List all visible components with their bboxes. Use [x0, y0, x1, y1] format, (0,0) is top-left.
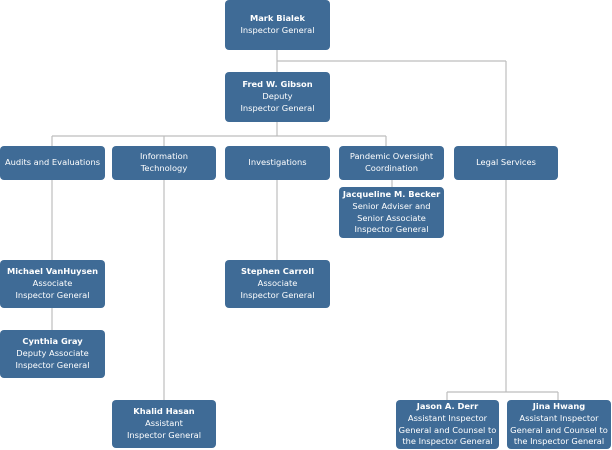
- person-becker-name: Jacqueline M. Becker: [342, 188, 441, 199]
- person-hasan-name: Khalid Hasan: [133, 406, 195, 417]
- person-hasan-title-line-2: Inspector General: [126, 429, 202, 440]
- person-gray-title-line-1: Deputy Associate: [16, 348, 89, 359]
- person-becker-title-line-3: Inspector General: [354, 224, 429, 235]
- inspector-general-box: Mark Bialek Inspector General: [225, 0, 330, 50]
- person-becker-title-line-2: Senior Associate: [357, 212, 426, 223]
- person-derr-title-line-2: General and Counsel to: [398, 424, 497, 435]
- unit-legal-services-box: Legal Services: [454, 146, 558, 180]
- unit-pandemic-oversight-box: Pandemic Oversight Coordination: [339, 146, 444, 180]
- person-hasan-title-line-1: Assistant: [145, 418, 183, 429]
- person-becker-title-line-1: Senior Adviser and: [352, 200, 431, 211]
- person-hwang-title-line-3: the Inspector General: [513, 436, 605, 447]
- person-carroll-title-line-1: Associate: [257, 278, 298, 289]
- person-derr-box: Jason A. Derr Assistant Inspector Genera…: [396, 400, 499, 449]
- deputy-ig-title-line-2: Inspector General: [240, 102, 315, 113]
- person-vanhuysen-box: Michael VanHuysen Associate Inspector Ge…: [0, 260, 105, 308]
- unit-audits-evaluations-box: Audits and Evaluations: [0, 146, 105, 180]
- person-vanhuysen-title-line-1: Associate: [32, 278, 73, 289]
- person-gray-name: Cynthia Gray: [22, 336, 83, 347]
- person-gray-title-line-2: Inspector General: [15, 359, 90, 370]
- deputy-ig-name: Fred W. Gibson: [242, 79, 313, 90]
- person-becker-box: Jacqueline M. Becker Senior Adviser and …: [339, 187, 444, 238]
- person-vanhuysen-name: Michael VanHuysen: [6, 266, 99, 277]
- unit-audits-evaluations-label: Audits and Evaluations: [4, 157, 101, 168]
- person-carroll-title-line-2: Inspector General: [240, 289, 315, 300]
- person-hwang-title-line-1: Assistant Inspector: [519, 412, 599, 423]
- unit-information-technology-box: Information Technology: [112, 146, 216, 180]
- person-derr-name: Jason A. Derr: [416, 400, 479, 411]
- person-hwang-title-line-2: General and Counsel to: [510, 424, 608, 435]
- person-derr-title-line-1: Assistant Inspector: [407, 412, 488, 423]
- person-hwang-name: Jina Hwang: [532, 400, 586, 411]
- unit-pandemic-oversight-label-line-1: Pandemic Oversight: [349, 151, 434, 162]
- person-vanhuysen-title-line-2: Inspector General: [15, 289, 90, 300]
- unit-information-technology-label-line-2: Technology: [140, 163, 188, 173]
- person-hwang-box: Jina Hwang Assistant Inspector General a…: [507, 400, 611, 449]
- person-carroll-box: Stephen Carroll Associate Inspector Gene…: [225, 260, 330, 308]
- person-derr-title-line-3: the Inspector General: [402, 436, 493, 447]
- unit-investigations-label: Investigations: [248, 157, 307, 168]
- inspector-general-name: Mark Bialek: [249, 13, 306, 24]
- person-hasan-box: Khalid Hasan Assistant Inspector General: [112, 400, 216, 448]
- inspector-general-title: Inspector General: [240, 25, 315, 35]
- unit-information-technology-label-line-1: Information: [139, 151, 189, 162]
- deputy-ig-title-line-1: Deputy: [262, 91, 293, 102]
- unit-pandemic-oversight-label-line-2: Coordination: [364, 163, 419, 173]
- unit-investigations-box: Investigations: [225, 146, 330, 180]
- unit-legal-services-label: Legal Services: [476, 157, 536, 168]
- person-carroll-name: Stephen Carroll: [240, 266, 315, 277]
- deputy-ig-box: Fred W. Gibson Deputy Inspector General: [225, 72, 330, 122]
- person-gray-box: Cynthia Gray Deputy Associate Inspector …: [0, 330, 105, 378]
